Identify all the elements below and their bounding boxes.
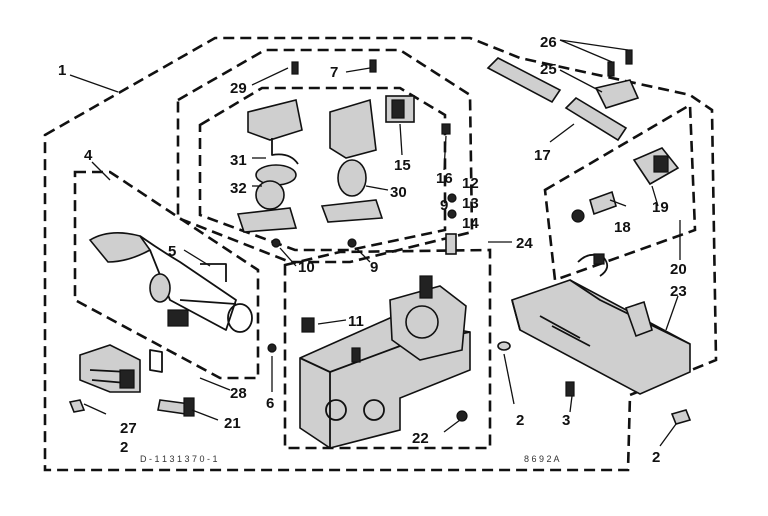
connector-25 bbox=[594, 49, 640, 109]
washer-9 bbox=[347, 238, 357, 248]
callout-11: 11 bbox=[348, 313, 364, 330]
outer-assembly-boundary bbox=[43, 36, 718, 472]
tube-17 bbox=[564, 96, 628, 142]
callout-21: 21 bbox=[224, 415, 241, 432]
callout-9: 9 bbox=[370, 259, 378, 276]
callout-24: 24 bbox=[516, 235, 533, 252]
callout-5: 5 bbox=[168, 243, 176, 260]
callout-6: 6 bbox=[266, 395, 274, 412]
callout-28: 29 bbox=[230, 80, 247, 97]
screw-21 bbox=[157, 397, 195, 417]
clip-29 bbox=[149, 349, 163, 373]
callout-15: 15 bbox=[394, 157, 411, 174]
orifice-18 bbox=[571, 190, 617, 223]
upper-valve-group-boundary bbox=[176, 48, 474, 264]
knob-group-boundary bbox=[73, 170, 260, 380]
washer-6 bbox=[267, 343, 277, 353]
callout-3: 3 bbox=[562, 412, 570, 429]
callout-22: 22 bbox=[412, 430, 429, 447]
callout-7: 7 bbox=[330, 64, 338, 81]
callout-29: 28 bbox=[230, 385, 247, 402]
valve-right-30 bbox=[320, 98, 384, 223]
burner-group-boundary bbox=[543, 102, 697, 282]
callout-25: 25 bbox=[540, 61, 557, 78]
footer-code-left: D - 1 1 3 1 3 7 0 - 1 bbox=[140, 454, 218, 464]
valve-cover-15 bbox=[385, 95, 415, 123]
callout-26: 26 bbox=[540, 34, 557, 51]
callout-2-left: 2 bbox=[120, 439, 128, 456]
callout-19: 19 bbox=[652, 199, 669, 216]
callout-12: 12 bbox=[462, 175, 479, 192]
callout-17: 17 bbox=[534, 147, 551, 164]
callout-4: 4 bbox=[84, 147, 93, 164]
knob-shaft-assembly bbox=[88, 232, 253, 333]
footer-code-right: 8 6 9 2 A bbox=[524, 454, 560, 464]
fitting-11 bbox=[301, 317, 315, 333]
wire-clip bbox=[577, 253, 609, 277]
plug-22 bbox=[456, 410, 468, 422]
fittings-12-13-14 bbox=[441, 123, 457, 255]
valve-left-31-32 bbox=[236, 99, 303, 233]
screw-2-middle bbox=[497, 341, 511, 351]
burner-base-23 bbox=[511, 279, 691, 395]
control-valve-body bbox=[299, 275, 471, 449]
callout-2-right: 2 bbox=[652, 449, 660, 466]
callout-2-middle: 2 bbox=[516, 412, 524, 429]
screws-7-28 bbox=[291, 59, 377, 75]
washer-10 bbox=[271, 238, 281, 248]
screw-3 bbox=[565, 381, 575, 397]
callout-32: 32 bbox=[230, 180, 247, 197]
screw-2-left bbox=[68, 399, 86, 413]
callout-13: 13 bbox=[462, 195, 479, 212]
valve-subgroup-boundary bbox=[198, 86, 447, 252]
callout-16: 16 bbox=[436, 170, 453, 187]
callout-18: 18 bbox=[614, 219, 631, 236]
callout-31: 31 bbox=[230, 152, 247, 169]
igniter-19 bbox=[632, 147, 680, 186]
callout-27: 27 bbox=[120, 420, 137, 437]
callout-23: 23 bbox=[670, 283, 687, 300]
callout-9-upper: 9 bbox=[440, 197, 448, 214]
screw-2-right bbox=[670, 409, 692, 425]
mounting-bracket-27 bbox=[79, 344, 141, 393]
callout-14: 14 bbox=[462, 215, 479, 232]
callout-10: 10 bbox=[298, 259, 315, 276]
callout-20: 20 bbox=[670, 261, 687, 278]
tube-upper bbox=[486, 57, 562, 104]
callout-30: 30 bbox=[390, 184, 407, 201]
leader-lines bbox=[69, 39, 681, 447]
callout-1: 1 bbox=[58, 62, 66, 79]
